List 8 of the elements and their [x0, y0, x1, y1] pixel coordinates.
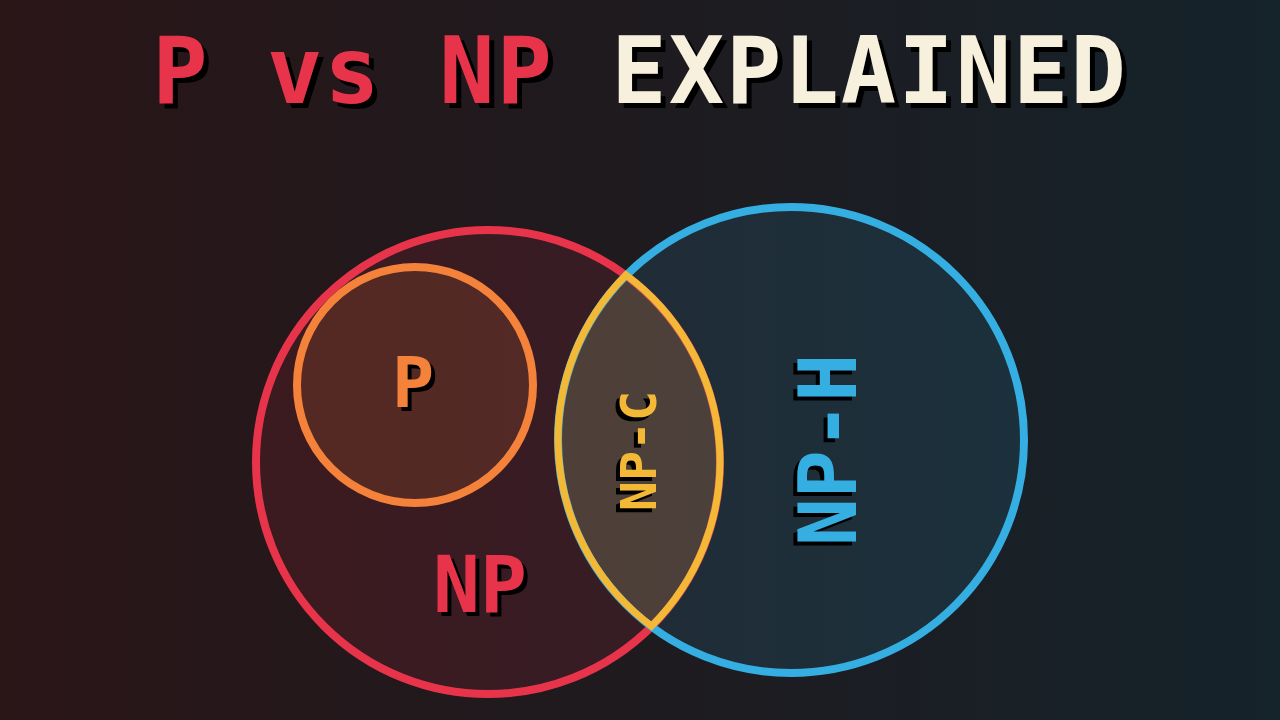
- set-circle: [293, 263, 537, 507]
- set-label: NP: [433, 540, 527, 630]
- set-label: P: [391, 342, 435, 424]
- set-circle: [554, 203, 1028, 677]
- title: P vs NP EXPLAINED: [151, 18, 1129, 125]
- overlap-region: [554, 271, 724, 631]
- set-label: NP-H: [781, 353, 875, 547]
- set-label: NP-C: [610, 390, 668, 512]
